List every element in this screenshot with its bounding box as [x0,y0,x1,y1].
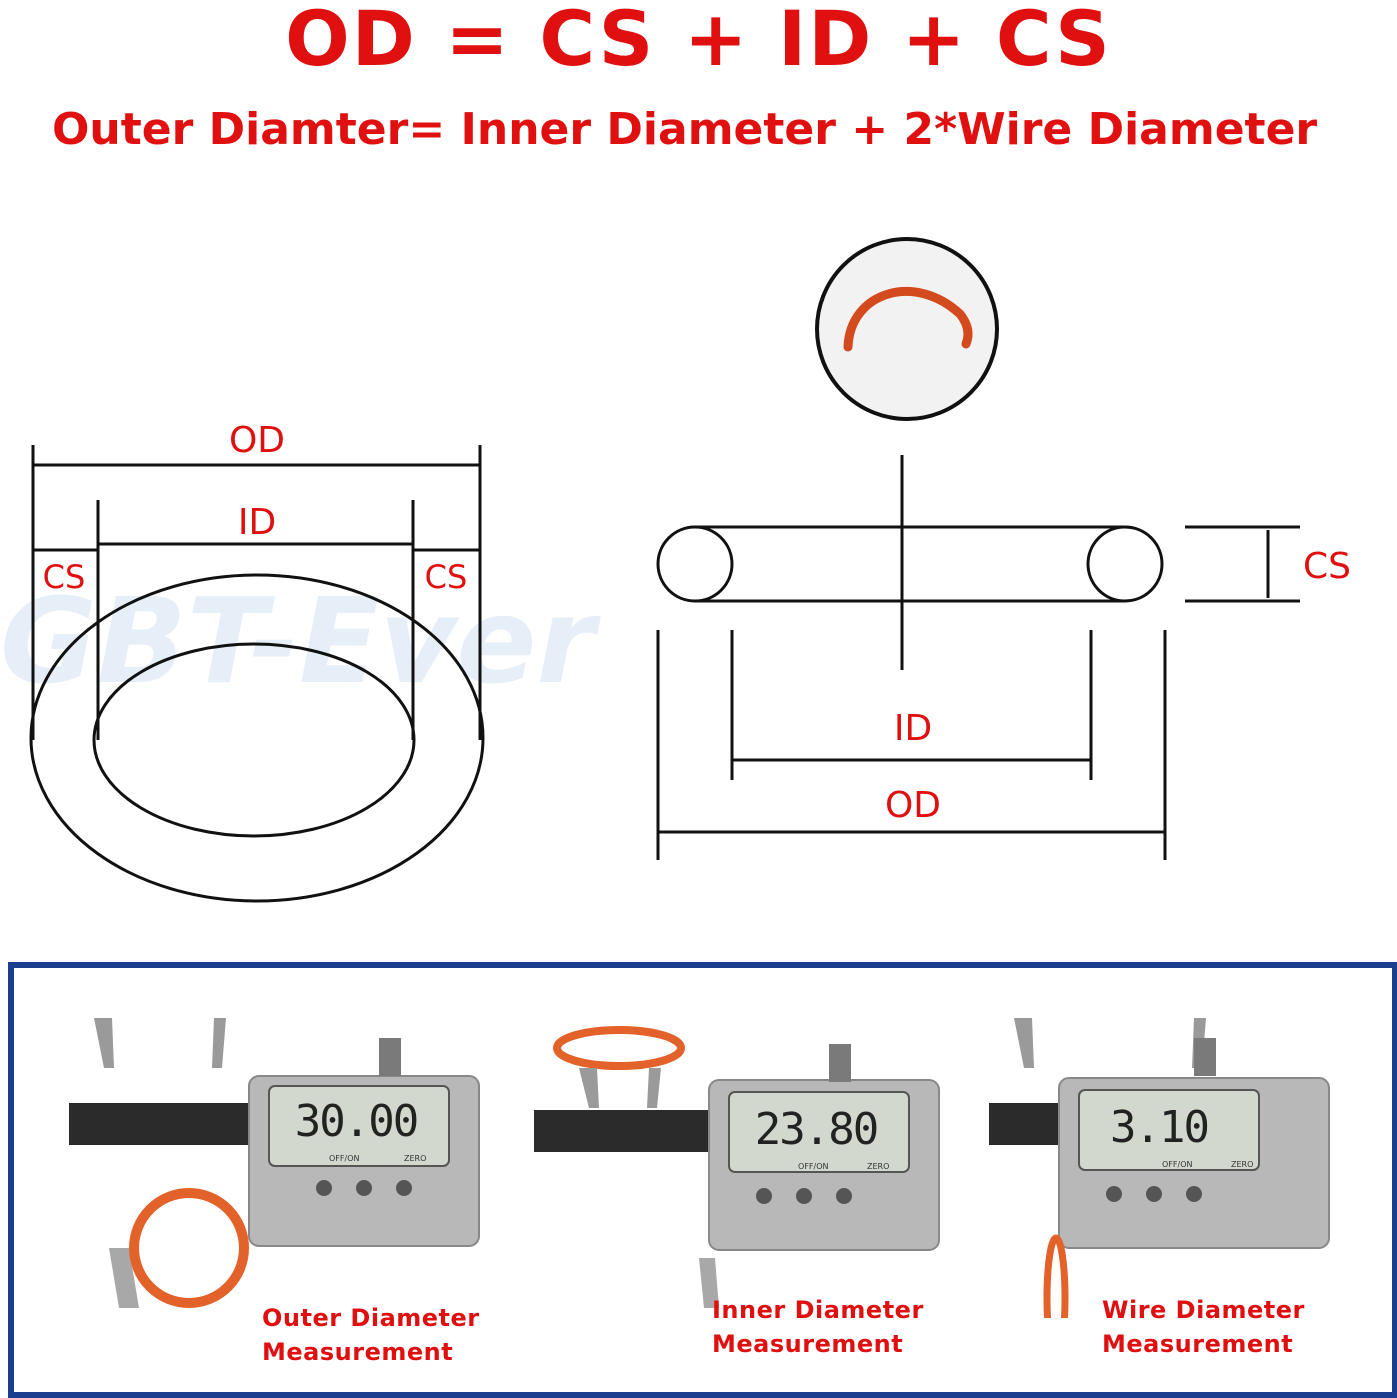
oring-side-section-diagram [656,455,1300,860]
reading-display-1: 30.00 [294,1096,419,1147]
caliper-2-onoff: OFF/ON [798,1162,829,1171]
caption-inner-2: Measurement [712,1330,904,1358]
left-id-label: ID [237,502,277,543]
caption-wire-1: Wire Diameter [1102,1296,1305,1324]
left-od-label: OD [228,420,286,461]
caption-outer-1: Outer Diameter [262,1304,480,1332]
caliper-outer-measurement [64,1008,484,1318]
caliper-1-onoff: OFF/ON [329,1154,360,1163]
oring-photo [129,1188,249,1308]
right-cs-dim-label: CS [1303,546,1351,587]
measurement-panel: 30.00 OFF/ON ZERO Outer Diameter Measure… [8,962,1397,1398]
caliper-3-onoff: OFF/ON [1162,1160,1193,1169]
oring-top-view-diagram [29,445,485,903]
caption-wire-2: Measurement [1102,1330,1294,1358]
reading-display-3: 3.10 [1110,1102,1210,1153]
caliper-inner-measurement [529,1008,949,1318]
oring-photo [553,1026,685,1070]
oring-segment [843,287,973,352]
right-id-label: ID [893,708,933,749]
caliper-2-zero: ZERO [867,1162,890,1171]
left-cs-label: CS [42,558,86,596]
outer-edge [29,573,485,903]
reading-display-2: 23.80 [754,1104,879,1155]
caliper-wire-measurement [984,1008,1379,1318]
caption-inner-1: Inner Diameter [712,1296,924,1324]
caption-outer-2: Measurement [262,1338,454,1366]
cross-section-photo [815,237,999,421]
right-od-label: OD [884,785,942,826]
formula-subtitle: Outer Diamter= Inner Diameter + 2*Wire D… [52,104,1318,155]
right-cs-label: CS [424,558,468,596]
oring-photo [1043,1234,1069,1318]
inner-edge [92,642,416,838]
caliper-1-zero: ZERO [404,1154,427,1163]
caliper-3-zero: ZERO [1231,1160,1254,1169]
formula-heading: OD = CS + ID + CS [285,0,1112,83]
